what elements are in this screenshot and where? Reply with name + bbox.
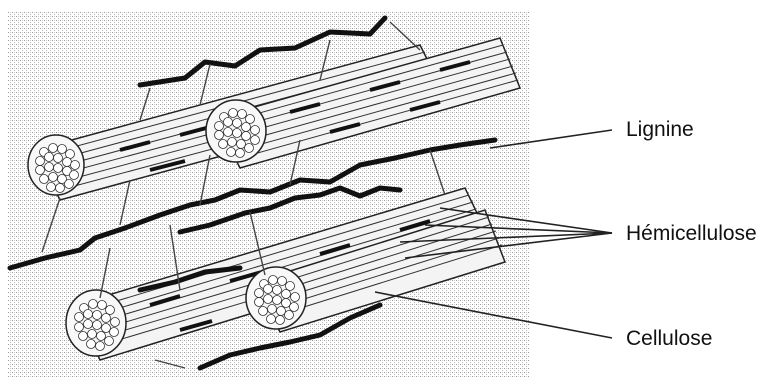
label-cellulose: Cellulose [626, 327, 712, 351]
label-hemicellulose: Hémicellulose [626, 222, 757, 246]
label-lignine: Lignine [626, 118, 694, 142]
